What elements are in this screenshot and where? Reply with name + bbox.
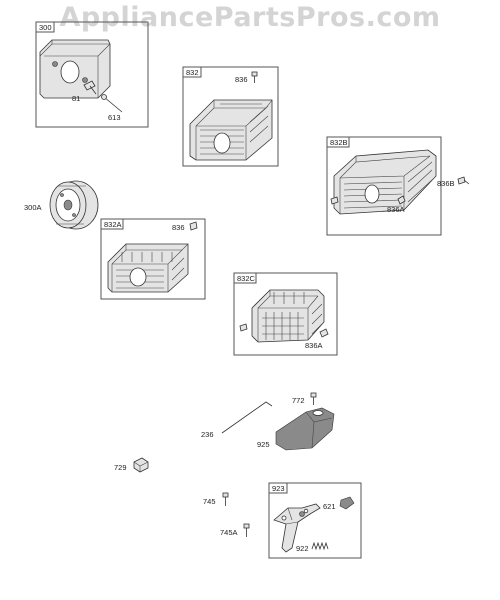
stud-613-icon — [101, 94, 123, 113]
screw-745-icon — [222, 492, 229, 506]
label-832B: 832B — [330, 138, 348, 147]
screw-836A-c2-icon — [319, 328, 329, 338]
label-925: 925 — [257, 440, 270, 449]
group-832C-frame — [233, 272, 338, 356]
heat-shield-832A-icon — [107, 243, 189, 293]
group-832B[interactable]: 832B 836A — [326, 136, 442, 236]
heat-shield-832-icon — [189, 99, 273, 161]
label-81: 81 — [72, 94, 80, 103]
group-832[interactable]: 832 836 — [182, 66, 279, 167]
group-923-frame — [268, 482, 362, 559]
screw-836B-icon — [457, 176, 470, 185]
group-832B-tag — [326, 136, 350, 148]
screw-836-icon — [251, 71, 258, 83]
bracket-923-icon — [273, 503, 321, 553]
group-832C[interactable]: 832C 836A — [233, 272, 338, 356]
label-836A-c: 836A — [305, 341, 323, 350]
screw-836-a-icon — [189, 221, 198, 231]
label-236: 236 — [201, 430, 214, 439]
label-613: 613 — [108, 113, 121, 122]
group-300-frame — [35, 21, 149, 128]
label-300: 300 — [39, 23, 52, 32]
group-832-frame — [182, 66, 279, 167]
label-832C: 832C — [237, 274, 256, 283]
muffler-300-icon — [39, 39, 111, 99]
nut-729-icon — [133, 457, 149, 473]
screw-836A-b-icon — [330, 196, 339, 205]
group-832-tag — [182, 66, 202, 78]
rod-236-icon — [221, 401, 273, 434]
group-832B-frame — [326, 136, 442, 236]
label-772: 772 — [292, 396, 305, 405]
screw-836A-b2-icon — [397, 195, 406, 205]
group-832A[interactable]: 832A 836 — [100, 218, 206, 300]
group-832C-tag — [233, 272, 257, 284]
label-745A: 745A — [220, 528, 238, 537]
group-923[interactable]: 923 621 922 — [268, 482, 362, 559]
heat-shield-832B-icon — [333, 149, 437, 215]
round-muffler-300A-icon — [49, 180, 99, 230]
label-836A-b: 836A — [387, 205, 405, 214]
screw-745A-icon — [243, 523, 250, 537]
label-923: 923 — [272, 484, 285, 493]
label-300A: 300A — [24, 203, 42, 212]
group-832A-tag — [100, 218, 124, 230]
group-923-tag — [268, 482, 288, 494]
screw-772-icon — [310, 392, 317, 405]
clip-621-icon — [339, 496, 355, 510]
label-745: 745 — [203, 497, 216, 506]
watermark: AppliancePartsPros.com — [59, 2, 441, 33]
label-836: 836 — [235, 75, 248, 84]
group-300-tag — [35, 21, 55, 33]
label-922: 922 — [296, 544, 309, 553]
spring-922-icon — [311, 541, 329, 551]
label-729: 729 — [114, 463, 127, 472]
label-832: 832 — [186, 68, 199, 77]
label-621: 621 — [323, 502, 336, 511]
label-832A: 832A — [104, 220, 122, 229]
group-300[interactable]: 300 81 613 — [35, 21, 149, 128]
group-832A-frame — [100, 218, 206, 300]
label-836B: 836B — [437, 179, 455, 188]
screw-836A-c1-icon — [239, 323, 248, 332]
guard-925-icon — [275, 407, 335, 451]
label-836-a: 836 — [172, 223, 185, 232]
bolt-81-icon — [83, 80, 97, 95]
heat-shield-832C-icon — [251, 289, 325, 343]
